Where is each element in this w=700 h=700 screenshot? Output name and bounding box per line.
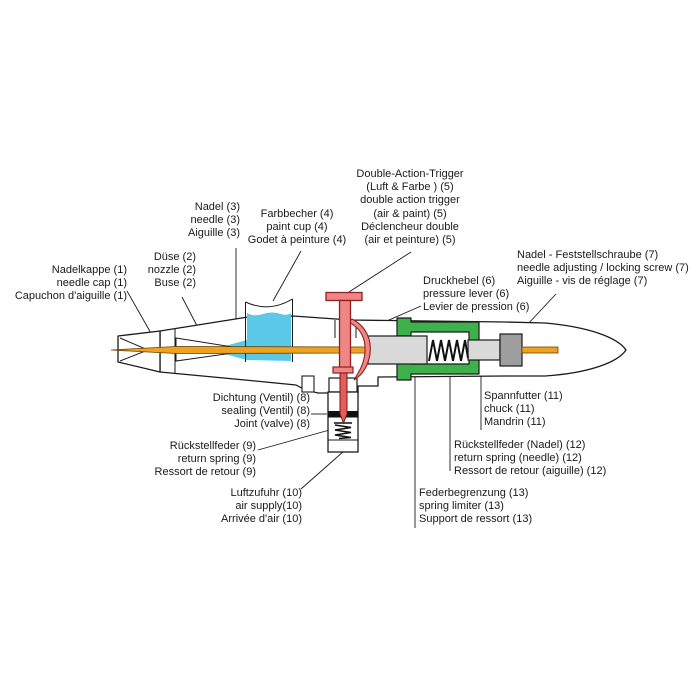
label-line: Double-Action-Trigger bbox=[356, 168, 464, 180]
label-line: Godet à peinture (4) bbox=[247, 234, 347, 247]
label-line: sealing (Ventil) (8) bbox=[221, 405, 310, 418]
pressure-lever-shape bbox=[346, 318, 371, 381]
label-line: Capuchon d'aiguille (1) bbox=[14, 290, 127, 303]
label-line: return spring (needle) (12) bbox=[454, 452, 582, 465]
label-line: Ressort de retour (9) bbox=[154, 466, 256, 479]
label-line: Nadelkappe (1) bbox=[51, 264, 127, 276]
label-locking-screw: Nadel - Feststellschraube (7) needle adj… bbox=[517, 249, 689, 289]
chuck-rod bbox=[467, 339, 501, 361]
label-paint-cup: Farbbecher (4) paint cup (4) Godet à pei… bbox=[248, 208, 346, 248]
label-line: needle (3) bbox=[190, 214, 240, 227]
label-line: Ressort de retour (aiguille) (12) bbox=[454, 465, 607, 478]
label-spring-limiter: Federbegrenzung (13) spring limiter (13)… bbox=[419, 487, 532, 527]
label-line: needle cap (1) bbox=[56, 277, 127, 290]
label-line: Levier de pression (6) bbox=[423, 301, 530, 314]
label-line: spring limiter (13) bbox=[419, 500, 504, 513]
label-line: Nadel - Feststellschraube (7) bbox=[517, 249, 659, 261]
needle-shape bbox=[110, 346, 369, 354]
locking-screw-shape bbox=[499, 333, 523, 367]
label-line: Aiguille - vis de réglage (7) bbox=[517, 275, 648, 288]
label-air-supply: Luftzufuhr (10) air supply(10) Arrivée d… bbox=[221, 487, 302, 527]
chuck-shape bbox=[367, 335, 428, 365]
trigger-shape bbox=[325, 291, 363, 425]
label-valve-sealing: Dichtung (Ventil) (8) sealing (Ventil) (… bbox=[213, 392, 310, 432]
label-return-spring: Rückstellfeder (9) return spring (9) Res… bbox=[155, 440, 256, 480]
leader-trigger bbox=[348, 251, 412, 293]
label-line: Buse (2) bbox=[154, 277, 196, 290]
needle-rear-end bbox=[521, 346, 559, 354]
label-line: double action trigger bbox=[360, 194, 460, 207]
label-line: Joint (valve) (8) bbox=[234, 418, 310, 431]
trigger-stem bbox=[338, 299, 352, 369]
label-line: return spring (9) bbox=[177, 453, 256, 466]
label-line: Federbegrenzung (13) bbox=[419, 487, 529, 499]
label-line: (air et peinture) (5) bbox=[364, 234, 456, 247]
label-trigger: Double-Action-Trigger (Luft & Farbe ) (5… bbox=[356, 168, 463, 247]
label-line: pressure lever (6) bbox=[423, 288, 510, 301]
label-line: Rückstellfeder (Nadel) (12) bbox=[454, 439, 586, 451]
label-chuck: Spannfutter (11) chuck (11) Mandrin (11) bbox=[484, 390, 563, 430]
label-needle: Nadel (3) needle (3) Aiguille (3) bbox=[188, 201, 240, 241]
label-line: Luftzufuhr (10) bbox=[230, 487, 302, 499]
label-line: air supply(10) bbox=[235, 500, 302, 513]
label-line: Dichtung (Ventil) (8) bbox=[212, 392, 310, 404]
label-line: chuck (11) bbox=[484, 403, 535, 416]
leader-needle-cap bbox=[126, 290, 153, 336]
needle-spring-coil bbox=[428, 339, 469, 362]
label-line: Druckhebel (6) bbox=[423, 275, 496, 287]
valve-step bbox=[301, 375, 315, 393]
label-line: Mandrin (11) bbox=[484, 416, 546, 429]
label-line: nozzle (2) bbox=[147, 264, 196, 277]
label-line: Déclencheur double bbox=[361, 220, 459, 233]
label-line: Nadel (3) bbox=[194, 201, 240, 213]
label-nozzle: Düse (2) nozzle (2) Buse (2) bbox=[148, 251, 196, 291]
label-needle-spring: Rückstellfeder (Nadel) (12) return sprin… bbox=[454, 439, 606, 479]
label-line: (Luft & Farbe ) (5) bbox=[366, 181, 454, 194]
label-line: paint cup (4) bbox=[266, 221, 328, 234]
label-line: (air & paint) (5) bbox=[373, 207, 447, 220]
leader-air-supply bbox=[300, 450, 345, 490]
label-line: Farbbecher (4) bbox=[260, 208, 334, 220]
label-needle-cap: Nadelkappe (1) needle cap (1) Capuchon d… bbox=[15, 264, 127, 304]
leader-paint-cup bbox=[272, 250, 302, 302]
leader-return-spring bbox=[257, 428, 334, 451]
label-line: Düse (2) bbox=[153, 251, 196, 263]
label-line: Rückstellfeder (9) bbox=[169, 440, 256, 452]
label-line: needle adjusting / locking screw (7) bbox=[517, 262, 689, 275]
label-line: Arrivée d'air (10) bbox=[221, 513, 302, 526]
stem-flange bbox=[332, 366, 354, 374]
label-line: Support de ressort (13) bbox=[419, 513, 533, 526]
label-pressure-lever: Druckhebel (6) pressure lever (6) Levier… bbox=[423, 275, 529, 315]
label-line: Aiguille (3) bbox=[188, 227, 240, 240]
valve-stem bbox=[339, 372, 348, 425]
trigger-bar bbox=[325, 291, 363, 302]
label-line: Spannfutter (11) bbox=[484, 390, 563, 402]
